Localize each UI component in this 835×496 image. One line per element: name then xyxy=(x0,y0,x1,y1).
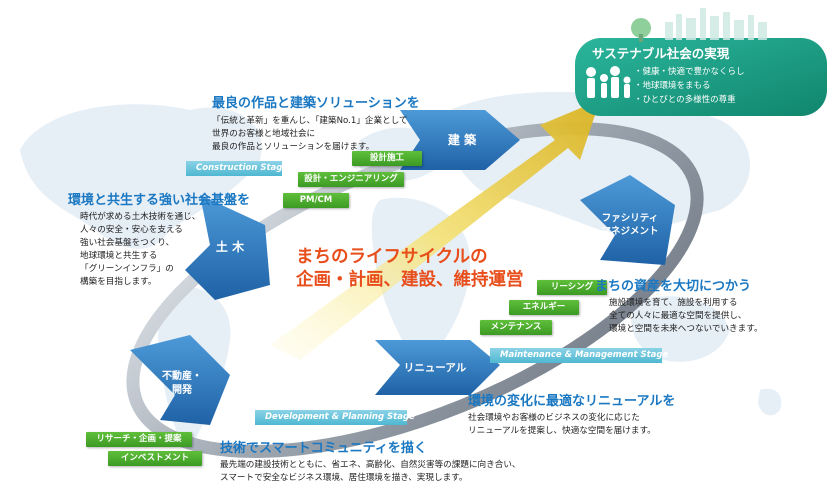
tag-research: リサーチ・企画・提案 xyxy=(86,432,192,447)
block-title: 技術でスマートコミュニティを描く xyxy=(220,441,427,456)
block-body: 「伝統と革新」を重んじ、「建築No.1」企業として 世界のお客様と地域社会に 最… xyxy=(212,115,420,154)
block-body: 社会環境やお客様のビジネスの変化に応じた リニューアルを提案し、快適な空間を届け… xyxy=(468,412,675,438)
block-line: 世界のお客様と地域社会に xyxy=(212,129,316,139)
family-icon xyxy=(586,66,631,98)
block-asset: まちの資産を大切につかう 施設環境を育て、施設を利用する 全ての人々に最適な空間… xyxy=(595,275,763,336)
block-line: スマートで安全なビジネス環境、居住環境を描き、実現します。 xyxy=(220,473,468,483)
block-body: 時代が求める土木技術を通じ、 人々の安全・安心を支える 強い社会基盤をつくり、 … xyxy=(80,211,250,289)
goal-items: ・健康・快適で豊かなくらし ・地球環境をまもる ・ひとびとの多様性の尊重 xyxy=(634,65,745,107)
block-line: 人々の安全・安心を支える xyxy=(80,225,183,235)
block-title: 環境と共生する強い社会基盤を xyxy=(68,193,251,208)
label-fudosan-line: 開発 xyxy=(172,385,192,396)
label-facility-line: マネジメント xyxy=(601,226,659,237)
block-line: 最良の作品とソリューションを届けます。 xyxy=(212,142,375,152)
label-renewal: リニューアル xyxy=(403,362,467,374)
block-line: 最先端の建設技術とともに、省エネ、高齢化、自然災害等の課題に向き合い、 xyxy=(220,460,521,470)
label-fudosan-line: 不動産・ xyxy=(162,371,202,382)
block-line: 地球環境と共生する xyxy=(80,251,158,261)
arrow-facility xyxy=(580,175,675,265)
label-facility-line: ファシリティ xyxy=(601,213,659,224)
goal-box xyxy=(575,38,827,116)
label-fudosan: 不動産・ 開発 xyxy=(152,370,212,398)
block-line: 強い社会基盤をつくり、 xyxy=(80,238,175,248)
rising-arrow xyxy=(270,100,600,360)
goal-item: ・ひとびとの多様性の尊重 xyxy=(634,95,736,105)
stage-development: Development & Planning Stage xyxy=(255,410,415,425)
block-title: 最良の作品と建築ソリューションを xyxy=(212,96,420,111)
block-line: 施設環境を育て、施設を利用する xyxy=(609,298,738,308)
block-line: 「伝統と革新」を重んじ、「建築No.1」企業として xyxy=(212,116,408,126)
block-line: 構築を目指します。 xyxy=(80,277,157,287)
block-title: 環境の変化に最適なリニューアルを xyxy=(468,394,676,409)
block-architecture: 最良の作品と建築ソリューションを 「伝統と革新」を重んじ、「建築No.1」企業と… xyxy=(212,92,420,154)
city-skyline-icon xyxy=(665,8,767,40)
block-line: 「グリーンインフラ」の xyxy=(80,264,174,274)
arrow-renewal xyxy=(375,340,500,395)
tag-investment: インベストメント xyxy=(108,451,202,466)
block-line: 全ての人々に最適な空間を提供し、 xyxy=(609,311,747,321)
goal-item: ・地球環境をまもる xyxy=(634,81,711,91)
block-body: 最先端の建設技術とともに、省エネ、高齢化、自然災害等の課題に向き合い、 スマート… xyxy=(220,459,521,485)
block-line: 環境と空間を未来へつないでいきます。 xyxy=(609,324,763,334)
center-title-line: まちのライフサイクルの xyxy=(296,247,488,267)
center-title: まちのライフサイクルの 企画・計画、建設、維持運営 xyxy=(296,246,524,292)
arrow-kenchiku xyxy=(400,110,520,170)
tag-sekkei-seko: 設計施工 xyxy=(352,151,422,166)
block-line: 社会環境やお客様のビジネスの変化に応じた xyxy=(468,413,640,423)
goal-title: サステナブル社会の実現 xyxy=(592,46,730,61)
tag-leasing: リーシング xyxy=(537,280,607,295)
block-title: まちの資産を大切につかう xyxy=(595,279,752,294)
arrow-fudosan xyxy=(130,335,230,425)
label-doboku: 土 木 xyxy=(215,240,245,254)
label-kenchiku: 建 築 xyxy=(447,133,477,147)
block-civil: 環境と共生する強い社会基盤を 時代が求める土木技術を通じ、 人々の安全・安心を支… xyxy=(68,189,250,289)
block-line: 時代が求める土木技術を通じ、 xyxy=(80,212,201,222)
tag-sekkei-engineering: 設計・エンジニアリング xyxy=(298,172,404,187)
block-line: リニューアルを提案し、快適な空間を届けます。 xyxy=(468,426,656,436)
tag-energy: エネルギー xyxy=(509,300,579,315)
tag-pmcm: PM/CM xyxy=(283,193,349,208)
block-renewal: 環境の変化に最適なリニューアルを 社会環境やお客様のビジネスの変化に応じた リニ… xyxy=(468,390,675,438)
stage-maintenance: Maintenance & Management Stage xyxy=(490,348,668,363)
tree-icon xyxy=(631,18,651,38)
center-title-line: 企画・計画、建設、維持運営 xyxy=(296,270,524,290)
tag-maintenance: メンテナンス xyxy=(480,320,552,335)
label-facility: ファシリティ マネジメント xyxy=(590,212,670,238)
stage-construction: Construction Stage xyxy=(186,161,288,176)
block-smart: 技術でスマートコミュニティを描く 最先端の建設技術とともに、省エネ、高齢化、自然… xyxy=(220,437,521,485)
block-body: 施設環境を育て、施設を利用する 全ての人々に最適な空間を提供し、 環境と空間を未… xyxy=(609,297,763,336)
goal-item: ・健康・快適で豊かなくらし xyxy=(634,67,745,77)
arrow-doboku xyxy=(185,195,270,300)
